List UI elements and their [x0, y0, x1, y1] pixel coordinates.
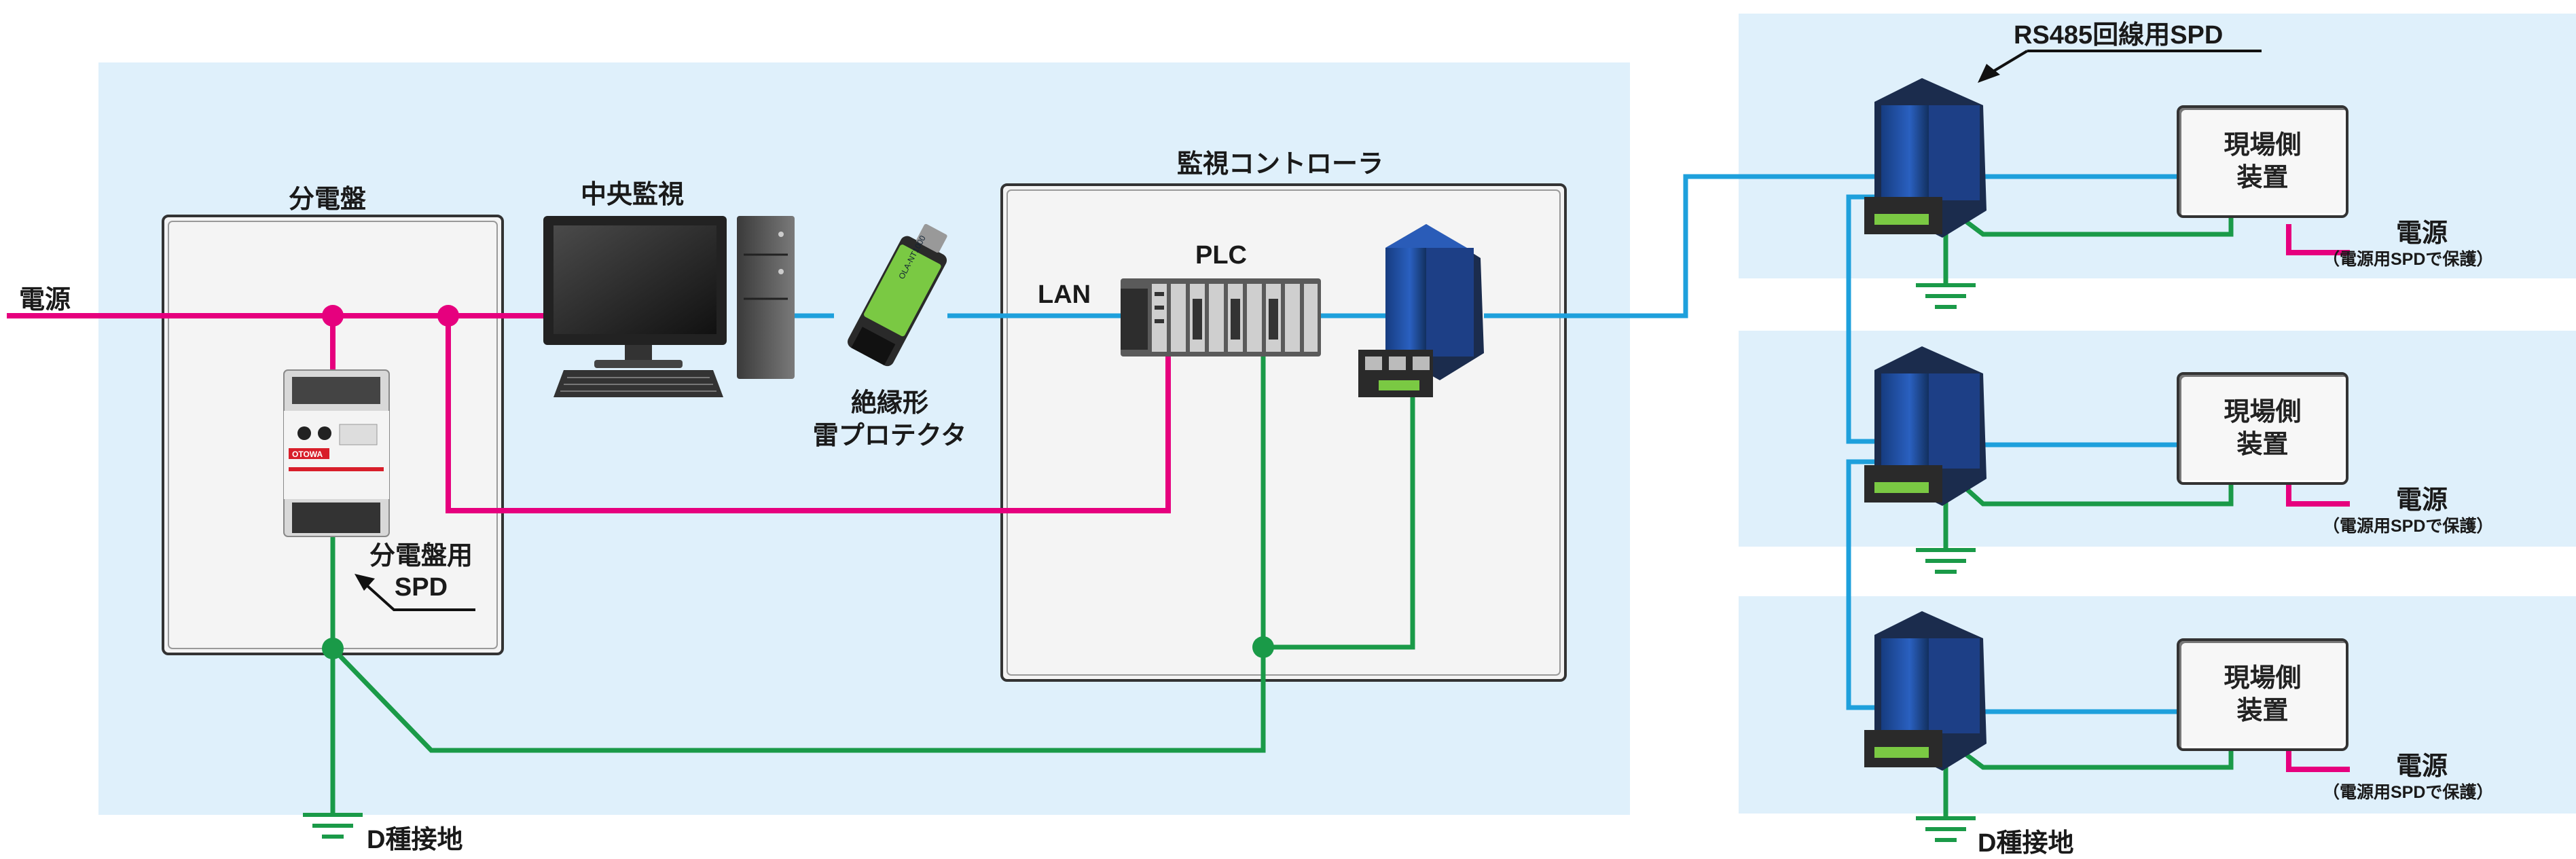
- rs485-pointer-icon: [1992, 50, 2029, 73]
- field-device-box: 現場側 装置: [2177, 372, 2348, 485]
- field-device-box: 現場側 装置: [2177, 105, 2348, 218]
- ground-symbol-icon: [1916, 816, 1976, 842]
- power-source-label: 電源: [19, 286, 71, 314]
- power-junction: [322, 305, 344, 327]
- ground-symbol-icon: [1916, 283, 1976, 309]
- central-monitor-label: 中央監視: [581, 181, 685, 209]
- plc-icon: [1121, 278, 1321, 357]
- ground-left-label: D種接地: [367, 826, 463, 854]
- isolation-protector-line1: 絶縁形: [850, 389, 928, 418]
- field-spd-icon: [1864, 346, 1987, 506]
- field-power-note: （電源用SPDで保護）: [2323, 250, 2494, 269]
- field-power-note: （電源用SPDで保護）: [2323, 783, 2494, 802]
- field-power-label: 電源: [2396, 486, 2448, 515]
- ground-junction: [322, 638, 344, 659]
- field-device-line1: 現場側: [2224, 664, 2302, 693]
- ground-symbol-icon: [1916, 548, 1976, 574]
- rs485-spd-label: RS485回線用SPD: [2014, 21, 2224, 50]
- lan-label: LAN: [1038, 280, 1091, 309]
- distribution-panel-label: 分電盤: [289, 185, 367, 214]
- field-power-note: （電源用SPDで保護）: [2323, 517, 2494, 536]
- ground-right-label: D種接地: [1978, 829, 2074, 858]
- panel-spd-line1: 分電盤用: [369, 542, 473, 570]
- field-device-line1: 現場側: [2224, 131, 2302, 160]
- panel-spd-label: 分電盤用 SPD: [367, 540, 475, 602]
- ground-junction: [1252, 636, 1274, 658]
- field-device-box: 現場側 装置: [2177, 638, 2348, 751]
- isolation-protector-line2: 雷プロテクタ: [812, 422, 967, 450]
- isolation-protector-label: 絶縁形 雷プロテクタ: [812, 387, 968, 452]
- central-monitor-pc-icon: [543, 216, 795, 397]
- power-junction: [437, 305, 459, 327]
- panel-spd-brand: OTOWA: [292, 450, 323, 459]
- field-device-line2: 装置: [2236, 164, 2289, 192]
- field-device-line2: 装置: [2236, 697, 2289, 725]
- field-zone-1: [1739, 14, 2576, 278]
- isolation-protector-icon: [848, 223, 947, 367]
- panel-spd-icon: OTOWA: [283, 369, 390, 537]
- field-spd-icon: [1864, 611, 1987, 771]
- field-device-line2: 装置: [2236, 431, 2289, 459]
- field-power-label: 電源: [2396, 752, 2448, 781]
- controller-spd-icon: [1358, 224, 1484, 397]
- panel-spd-pointer-icon: [365, 584, 475, 611]
- field-device-line1: 現場側: [2224, 398, 2302, 426]
- plc-label: PLC: [1195, 241, 1247, 270]
- panel-spd-line2: SPD: [394, 573, 448, 602]
- field-power-label: 電源: [2396, 219, 2448, 248]
- monitor-controller-box: [1000, 183, 1567, 682]
- ground-symbol-icon: [303, 813, 363, 839]
- monitor-controller-label: 監視コントローラ: [1177, 150, 1384, 179]
- field-spd-icon: [1864, 78, 1987, 238]
- ground-lines: [330, 202, 2234, 818]
